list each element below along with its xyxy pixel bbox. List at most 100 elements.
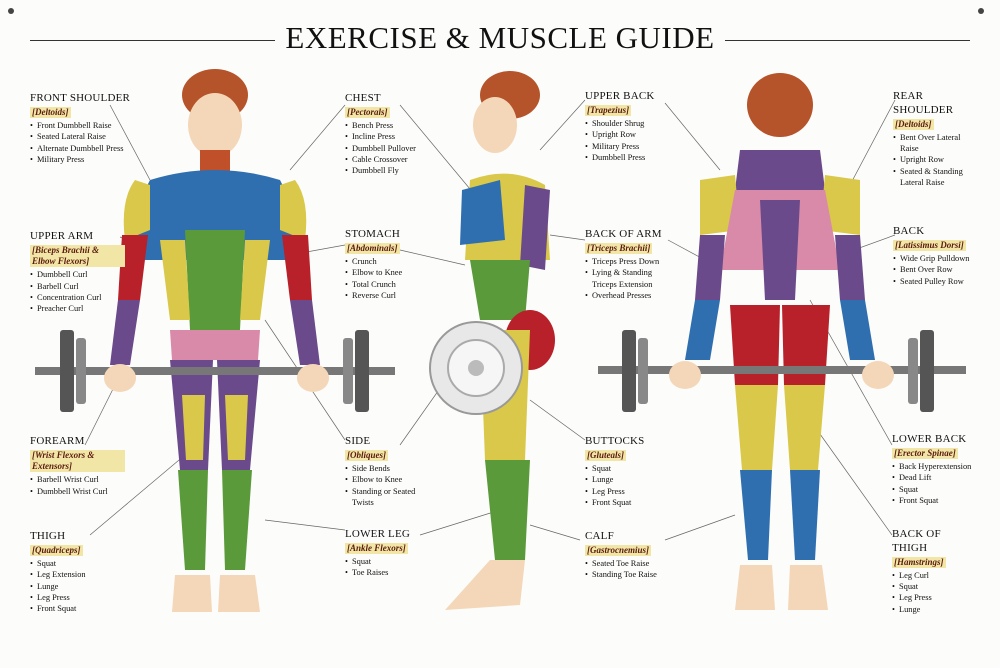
group-heading: LOWER LEG	[345, 528, 411, 540]
exercise-item: Total Crunch	[345, 279, 440, 291]
exercise-item: Dumbbell Press	[585, 152, 680, 164]
exercise-item: Bent Over Row	[893, 264, 978, 276]
group-heading: REAR SHOULDER	[893, 90, 954, 116]
exercise-item: Seated Toe Raise	[585, 558, 675, 570]
exercise-item: Seated Lateral Raise	[30, 131, 145, 143]
group-heading: THIGH	[30, 530, 66, 542]
muscle-name: [Abdominals]	[345, 242, 400, 254]
exercise-item: Dumbbell Curl	[30, 269, 125, 281]
group-heading: UPPER ARM	[30, 230, 94, 242]
page-title: EXERCISE & MUSCLE GUIDE	[285, 20, 715, 55]
exercise-item: Dead Lift	[892, 472, 977, 484]
exercise-item: Concentration Curl	[30, 292, 125, 304]
group-back: BACK [Latissimus Dorsi] Wide Grip Pulldo…	[893, 225, 978, 287]
muscle-name: [Deltoids]	[893, 118, 934, 130]
exercise-item: Reverse Curl	[345, 290, 440, 302]
group-upper-back: UPPER BACK [Trapezius] Shoulder Shrug Up…	[585, 90, 680, 164]
group-heading: FOREARM	[30, 435, 85, 447]
exercise-item: Leg Curl	[892, 570, 977, 582]
group-side: SIDE [Obliques] Side Bends Elbow to Knee…	[345, 435, 425, 508]
exercise-item: Squat	[345, 556, 440, 568]
group-lower-back: LOWER BACK [Erector Spinae] Back Hyperex…	[892, 433, 977, 507]
exercise-item: Standing Toe Raise	[585, 569, 675, 581]
group-chest: CHEST [Pectorals] Bench Press Incline Pr…	[345, 92, 440, 177]
exercise-item: Dumbbell Wrist Curl	[30, 486, 125, 498]
exercise-item: Leg Press	[585, 486, 675, 498]
exercise-item: Toe Raises	[345, 567, 440, 579]
exercise-item: Crunch	[345, 256, 440, 268]
group-heading: UPPER BACK	[585, 90, 655, 102]
front-figure	[35, 69, 395, 612]
exercise-item: Lunge	[30, 581, 120, 593]
exercise-item: Barbell Curl	[30, 281, 125, 293]
group-heading: LOWER BACK	[892, 433, 967, 445]
exercise-item: Military Press	[30, 154, 145, 166]
title-rule-right	[725, 40, 970, 41]
group-stomach: STOMACH [Abdominals] Crunch Elbow to Kne…	[345, 228, 440, 302]
exercise-item: Triceps Press Down	[585, 256, 670, 268]
exercise-item: Shoulder Shrug	[585, 118, 680, 130]
muscle-name: [Ankle Flexors]	[345, 542, 408, 554]
group-back-of-thigh: BACK OF THIGH [Hamstrings] Leg Curl Squa…	[892, 528, 977, 615]
title-rule-left	[30, 40, 275, 41]
title-bar: EXERCISE & MUSCLE GUIDE	[0, 18, 1000, 58]
muscle-name: [Hamstrings]	[892, 556, 946, 568]
group-heading: BACK OF THIGH	[892, 528, 941, 554]
exercise-item: Leg Press	[892, 592, 977, 604]
exercise-item: Elbow to Knee	[345, 267, 440, 279]
exercise-item: Dumbbell Fly	[345, 165, 440, 177]
muscle-name: [Pectorals]	[345, 106, 390, 118]
exercise-item: Dumbbell Pullover	[345, 143, 440, 155]
back-figure	[598, 73, 966, 610]
pin-top-right	[978, 8, 984, 14]
exercise-item: Seated Pulley Row	[893, 276, 978, 288]
group-heading: BUTTOCKS	[585, 435, 645, 447]
muscle-name: [Gluteals]	[585, 449, 626, 461]
exercise-item: Wide Grip Pulldown	[893, 253, 978, 265]
muscle-name: [Gastrocnemius]	[585, 544, 652, 556]
exercise-item: Lunge	[892, 604, 977, 616]
muscle-name: [Latissimus Dorsi]	[893, 239, 966, 251]
muscle-name: [Quadriceps]	[30, 544, 83, 556]
muscle-name: [Biceps Brachii & Elbow Flexors]	[30, 244, 125, 268]
exercise-item: Squat	[892, 581, 977, 593]
exercise-item: Upright Row	[893, 154, 978, 166]
exercise-item: Squat	[892, 484, 977, 496]
exercise-item: Side Bends	[345, 463, 425, 475]
group-heading: SIDE	[345, 435, 371, 447]
exercise-item: Barbell Wrist Curl	[30, 474, 125, 486]
group-forearm: FOREARM [Wrist Flexors & Extensors] Barb…	[30, 435, 125, 497]
exercise-item: Front Squat	[30, 603, 120, 615]
exercise-item: Standing or Seated Twists	[345, 486, 425, 509]
exercise-item: Seated & Standing Lateral Raise	[893, 166, 978, 189]
exercise-item: Lying & Standing Triceps Extension	[585, 267, 670, 290]
exercise-item: Upright Row	[585, 129, 680, 141]
exercise-item: Leg Extension	[30, 569, 120, 581]
group-heading: CHEST	[345, 92, 381, 104]
muscle-name: [Trapezius]	[585, 104, 632, 116]
exercise-item: Squat	[30, 558, 120, 570]
exercise-item: Front Squat	[892, 495, 977, 507]
exercise-item: Leg Press	[30, 592, 120, 604]
group-upper-arm: UPPER ARM [Biceps Brachii & Elbow Flexor…	[30, 230, 125, 315]
exercise-item: Elbow to Knee	[345, 474, 425, 486]
exercise-item: Squat	[585, 463, 675, 475]
muscle-name: [Obliques]	[345, 449, 388, 461]
group-thigh: THIGH [Quadriceps] Squat Leg Extension L…	[30, 530, 120, 615]
exercise-item: Incline Press	[345, 131, 440, 143]
group-heading: BACK	[893, 225, 925, 237]
muscle-name: [Erector Spinae]	[892, 447, 958, 459]
group-calf: CALF [Gastrocnemius] Seated Toe Raise St…	[585, 530, 675, 581]
group-lower-leg: LOWER LEG [Ankle Flexors] Squat Toe Rais…	[345, 528, 440, 579]
group-front-shoulder: FRONT SHOULDER [Deltoids] Front Dumbbell…	[30, 92, 145, 166]
group-back-of-arm: BACK OF ARM [Triceps Brachii] Triceps Pr…	[585, 228, 670, 302]
group-heading: FRONT SHOULDER	[30, 92, 131, 104]
exercise-item: Overhead Presses	[585, 290, 670, 302]
muscle-name: [Triceps Brachii]	[585, 242, 653, 254]
exercise-item: Preacher Curl	[30, 303, 125, 315]
exercise-item: Front Squat	[585, 497, 675, 509]
muscle-name: [Deltoids]	[30, 106, 71, 118]
exercise-item: Lunge	[585, 474, 675, 486]
group-rear-shoulder: REAR SHOULDER [Deltoids] Bent Over Later…	[893, 90, 978, 188]
group-heading: BACK OF ARM	[585, 228, 662, 240]
